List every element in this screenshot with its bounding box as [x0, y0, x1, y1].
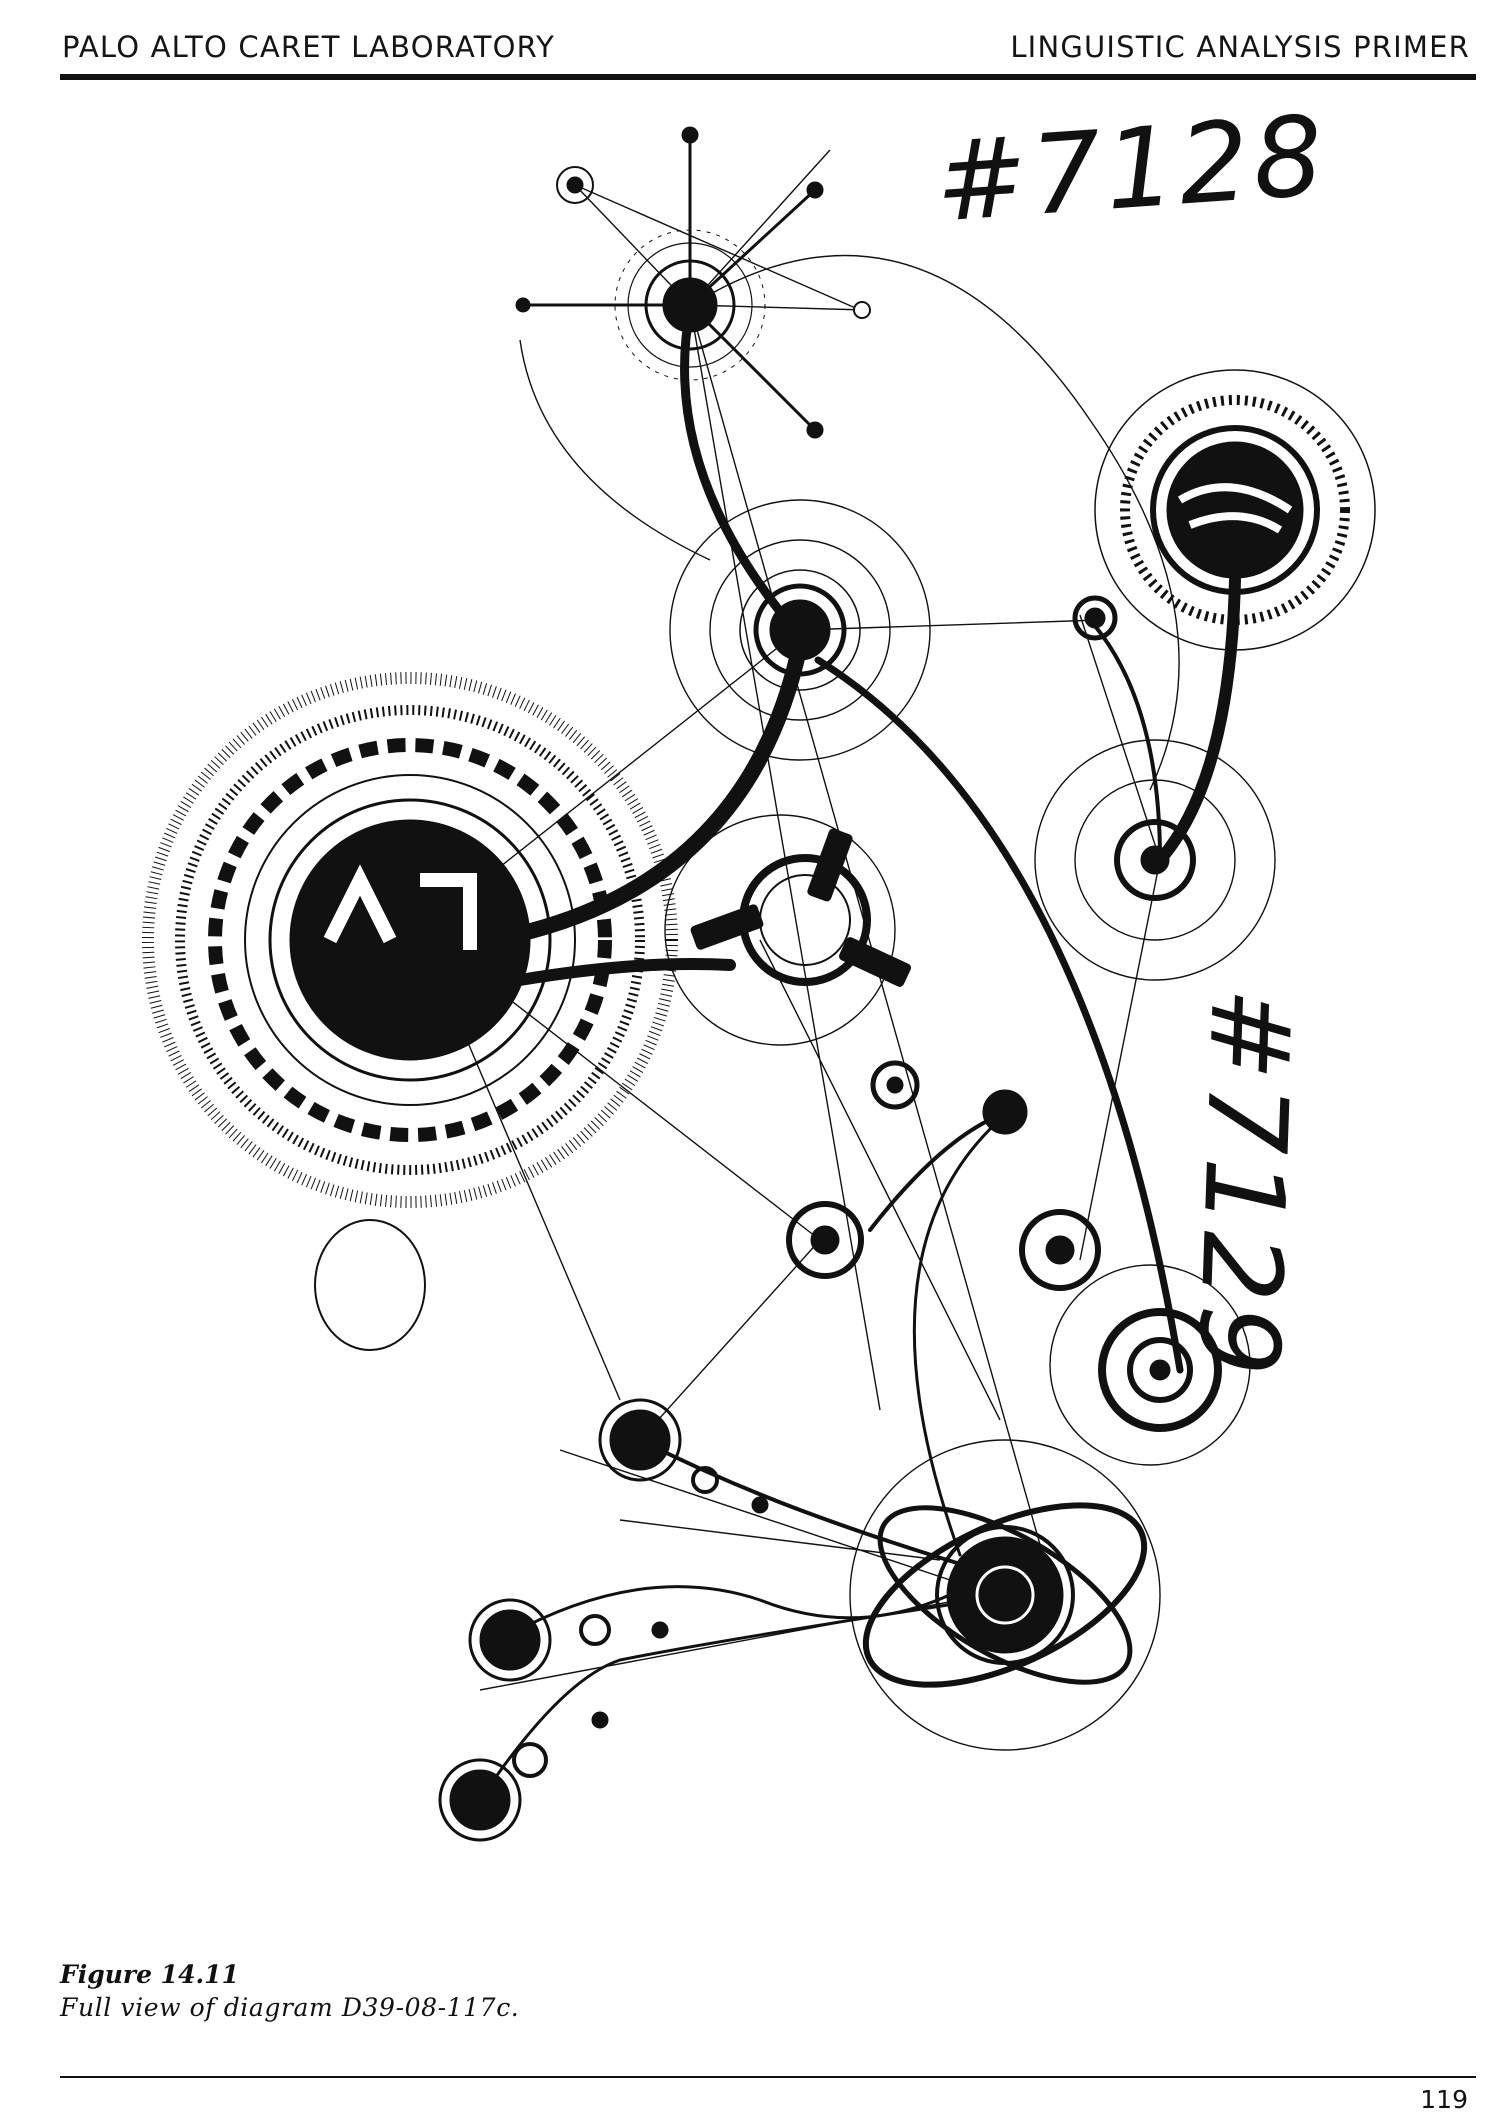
handwritten-annotation-top: #7128 [931, 91, 1332, 247]
glyph-diagram [142, 126, 1376, 1842]
running-header-left: PALO ALTO CARET LABORATORY [62, 30, 556, 64]
footer-rule [60, 2076, 1476, 2078]
header-rule [60, 74, 1476, 80]
handwritten-annotation-right: #7129 [1173, 985, 1315, 1382]
figure-label: Figure 14.11 [60, 1960, 239, 1989]
page-number: 119 [1420, 2085, 1468, 2114]
running-header-right: LINGUISTIC ANALYSIS PRIMER [1010, 30, 1470, 64]
figure-caption: Full view of diagram D39-08-117c. [60, 1993, 520, 2022]
